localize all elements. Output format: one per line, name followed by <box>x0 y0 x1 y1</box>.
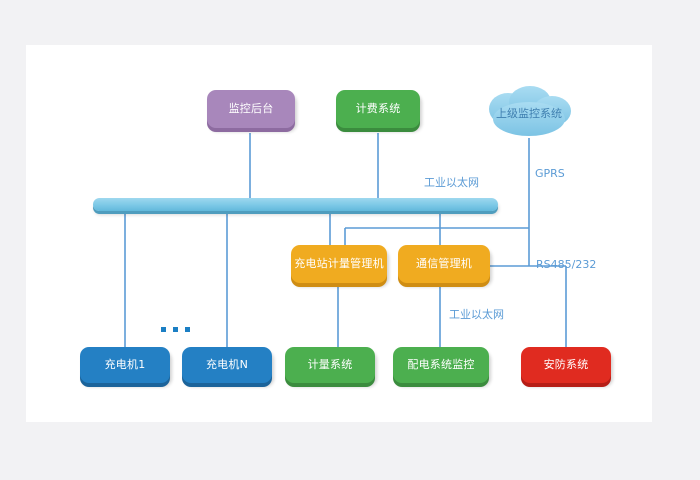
ellipsis-dot <box>161 327 166 332</box>
node-charger-n[interactable]: 充电机N <box>182 347 272 383</box>
node-label: 充电机1 <box>104 357 146 371</box>
node-label: 监控后台 <box>228 101 274 115</box>
node-label: 配电系统监控 <box>407 357 475 371</box>
node-charger-1[interactable]: 充电机1 <box>80 347 170 383</box>
ellipsis-dot <box>185 327 190 332</box>
link-label-gprs: GPRS <box>535 167 565 180</box>
node-billing-system[interactable]: 计费系统 <box>336 90 420 128</box>
node-label: 安防系统 <box>543 357 589 371</box>
link-label-ethernet-lower: 工业以太网 <box>449 308 504 321</box>
node-monitor-backend[interactable]: 监控后台 <box>207 90 295 128</box>
node-label: 计费系统 <box>355 101 401 115</box>
node-label: 通信管理机 <box>416 256 472 270</box>
node-power-distribution-monitor[interactable]: 配电系统监控 <box>393 347 489 383</box>
node-label: 充电机N <box>205 357 249 371</box>
node-comm-manager[interactable]: 通信管理机 <box>398 245 490 283</box>
ellipsis-dot <box>173 327 178 332</box>
node-metering-system[interactable]: 计量系统 <box>285 347 375 383</box>
node-label: 上级监控系统 <box>496 107 562 120</box>
link-label-rs485: RS485/232 <box>536 258 597 271</box>
node-upper-monitor-system[interactable]: 上级监控系统 <box>478 85 580 141</box>
node-label: 计量系统 <box>307 357 353 371</box>
node-security-system[interactable]: 安防系统 <box>521 347 611 383</box>
charger-ellipsis <box>161 327 190 332</box>
industrial-ethernet-bus[interactable] <box>93 198 498 211</box>
node-label: 充电站计量管理机 <box>294 256 384 270</box>
node-station-meter-manager[interactable]: 充电站计量管理机 <box>291 245 387 283</box>
link-label-ethernet-top: 工业以太网 <box>424 176 479 189</box>
cloud-icon <box>489 86 571 136</box>
